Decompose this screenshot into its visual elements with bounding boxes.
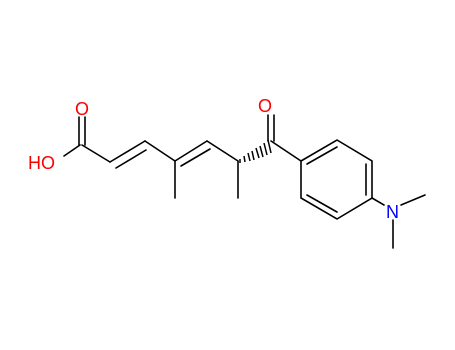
ketone-oxygen-label: O (258, 96, 272, 116)
hydroxyl-label: HO (28, 153, 55, 173)
bond-c2-c3-double-a (109, 140, 146, 163)
acid-oxygen-label: O (75, 99, 89, 119)
bond-c1-c2 (81, 144, 111, 163)
bond-c3-c4 (144, 140, 176, 162)
bond-c4-c5-double-b (180, 148, 211, 167)
amine-nitrogen-label: N (386, 202, 399, 222)
bond-c2-c3-double-b (115, 149, 147, 169)
hashed-wedge-bond (239, 139, 272, 163)
bond-c5-c6 (206, 140, 239, 162)
bond-c7-ring (270, 140, 302, 162)
bond-oh-c1 (63, 144, 81, 157)
benzene-ring (300, 139, 373, 220)
ring-inner-double-3 (306, 194, 338, 213)
ring-inner-double-1 (306, 146, 338, 165)
bond-ring-n (371, 197, 385, 206)
bond-n-methyl-1 (400, 194, 426, 206)
bond-c4-c5-double-a (174, 140, 208, 162)
